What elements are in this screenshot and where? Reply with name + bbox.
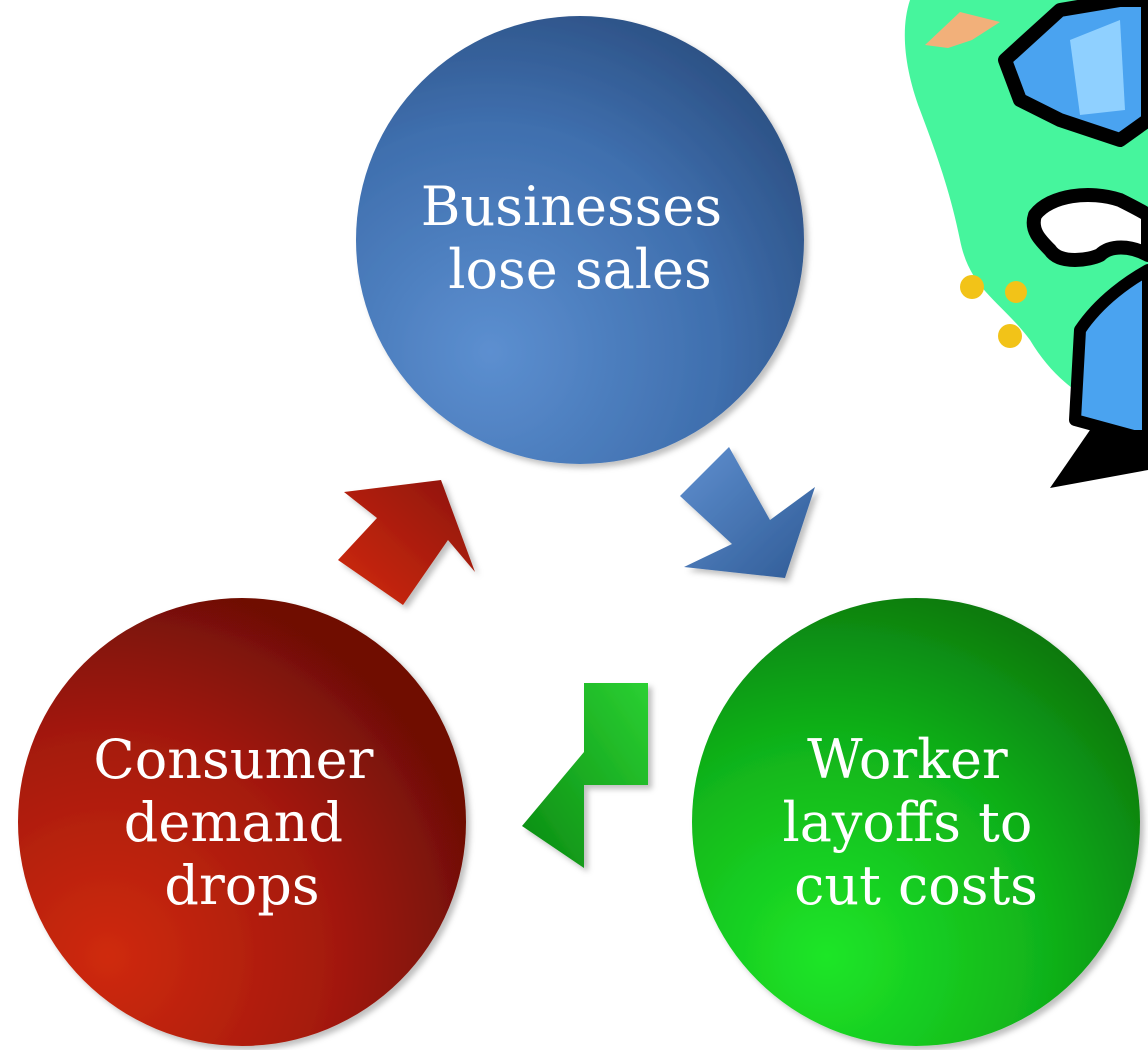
node-businesses-label-line2: lose sales: [448, 238, 711, 301]
clipart-paper-icon: [925, 12, 1000, 48]
node-consumers-label-line3: drops: [164, 854, 319, 917]
businessman-clipart: [904, 0, 1148, 488]
svg-text:Businesses lose sales: Businesses lose sales: [421, 175, 739, 301]
arrow-workers-to-consumers: [522, 683, 648, 868]
node-workers-label-line3: cut costs: [794, 854, 1038, 917]
node-workers: Worker layoffs to cut costs: [692, 598, 1140, 1046]
node-consumers: Consumer demand drops: [18, 598, 466, 1046]
svg-text:Worker layoffs to: Worker layoffs to cut costs: [782, 728, 1049, 917]
clipart-dot: [998, 324, 1022, 348]
clipart-dot: [1005, 281, 1027, 303]
node-businesses-label-line1: Businesses: [421, 175, 722, 238]
node-businesses-circle: [356, 16, 804, 464]
clipart-dot: [960, 275, 984, 299]
node-workers-label-line1: Worker: [807, 728, 1008, 791]
clipart-leg-icon: [1050, 430, 1148, 488]
svg-text:Consumer demand dr: Consumer demand drops: [93, 728, 390, 917]
node-consumers-label-line2: demand: [124, 791, 343, 854]
node-consumers-circle: [18, 598, 466, 1046]
node-businesses: Businesses lose sales: [356, 16, 804, 464]
node-workers-circle: [692, 598, 1140, 1046]
node-consumers-label-line1: Consumer: [93, 728, 373, 791]
arrow-consumers-to-businesses: [338, 480, 475, 605]
clipart-hand-icon: [1026, 188, 1148, 267]
clipart-shirt-stripe: [1070, 20, 1125, 115]
arrow-businesses-to-workers: [680, 447, 815, 578]
clipart-body-icon: [1069, 264, 1148, 446]
node-workers-label-line2: layoffs to: [782, 791, 1032, 854]
